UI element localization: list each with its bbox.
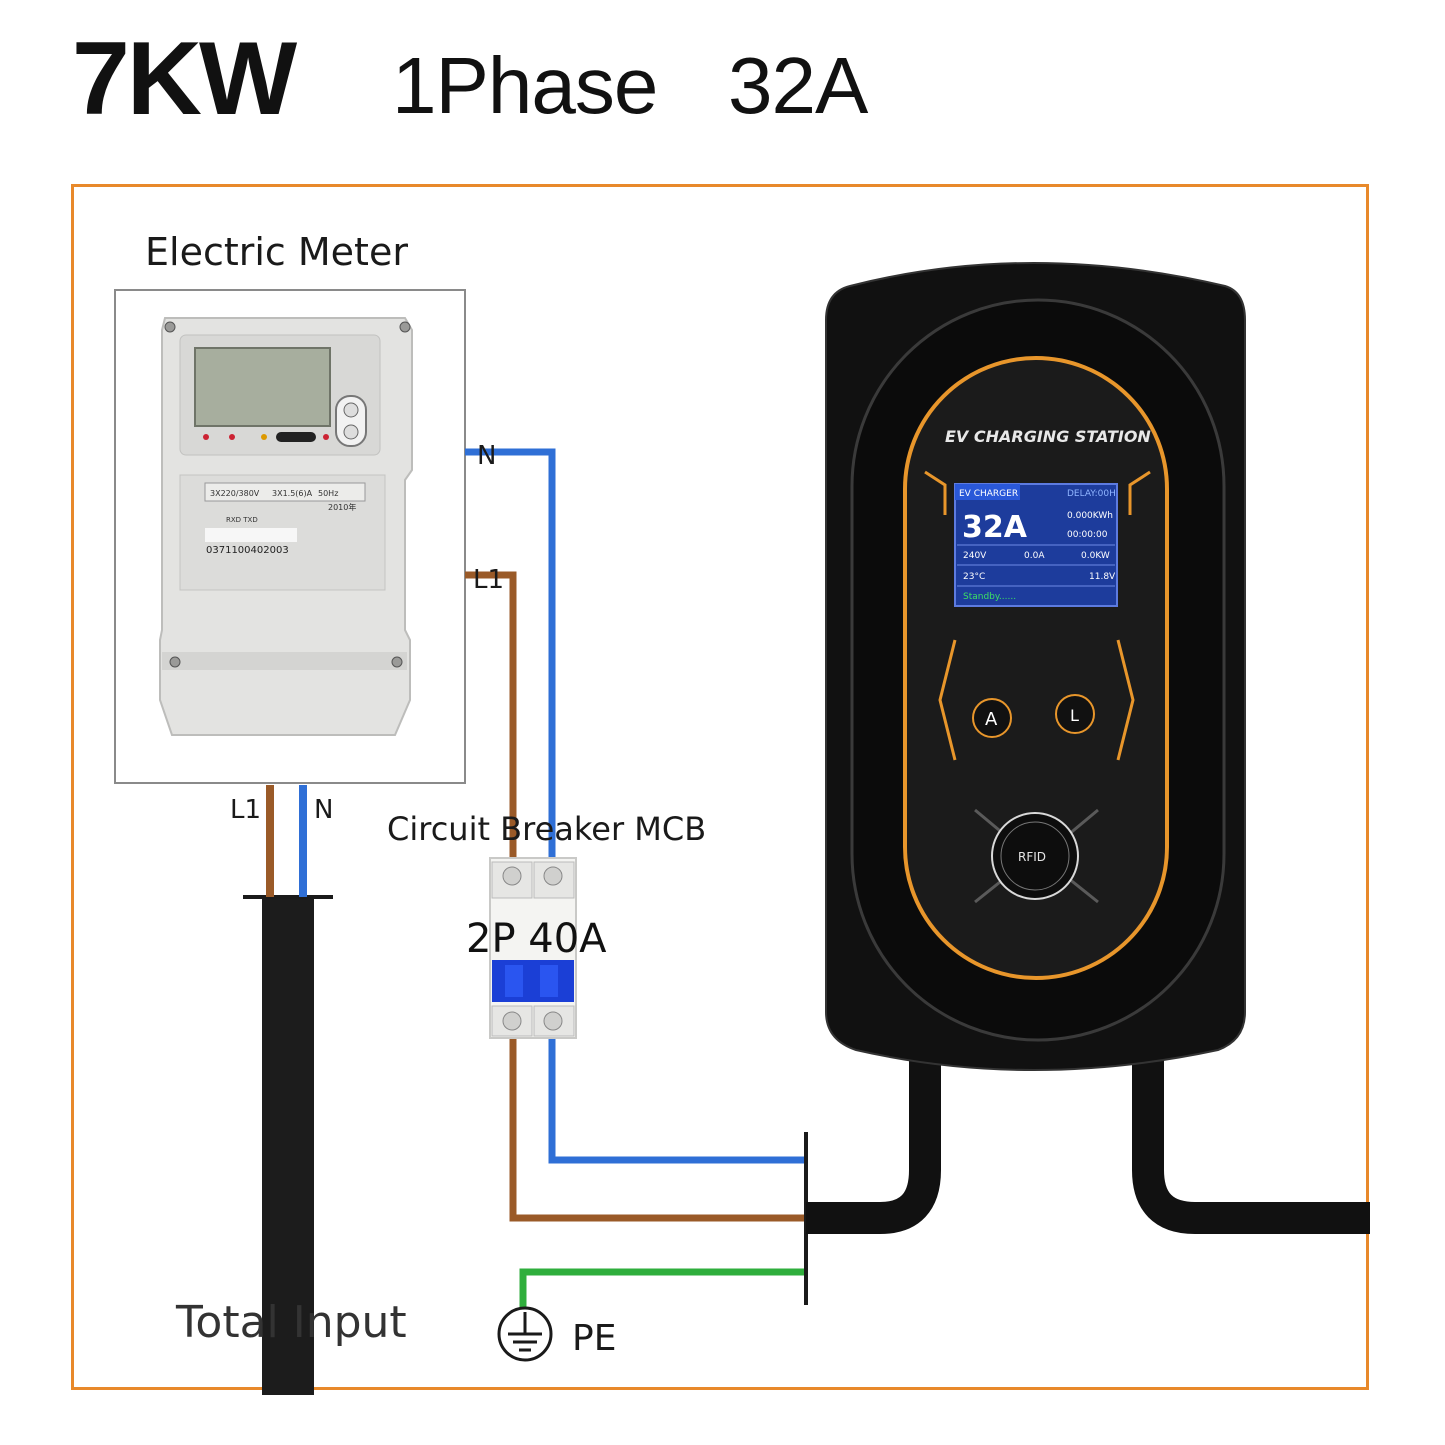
charger-button-a-label: A	[985, 709, 998, 730]
meter-out-n-label: N	[477, 441, 496, 471]
circuit-breaker-device	[489, 857, 577, 1039]
screen-energy: 0.000KWh	[1067, 511, 1113, 521]
charger-output-cable	[1132, 1055, 1370, 1234]
screen-aux-voltage: 11.8V	[1089, 572, 1116, 582]
screen-power: 0.0KW	[1081, 551, 1110, 561]
screen-delay: DELAY:00H	[1067, 489, 1116, 499]
current-title: 32A	[728, 41, 868, 130]
pe-label: PE	[572, 1318, 616, 1359]
screen-brand: EV CHARGER	[959, 489, 1018, 499]
charger-input-cable	[806, 1055, 941, 1234]
phase-title: 1Phase	[392, 41, 658, 130]
ev-charger-device: EV CHARGING STATION EV CHARGER DELAY:00H…	[825, 262, 1246, 1071]
screen-amps: 0.0A	[1024, 551, 1045, 561]
charger-button-l-label: L	[1070, 706, 1079, 725]
charger-button-a[interactable]	[972, 698, 1012, 738]
electric-meter-device: 3X220/380V 3X1.5(6)A 50Hz 2010年 RXD TXD …	[159, 317, 413, 736]
input-cable	[262, 895, 314, 1395]
input-l1-label: L1	[230, 795, 261, 825]
power-rating-title: 7KW	[72, 21, 297, 137]
neutral-wire-lower	[548, 1030, 805, 1164]
screen-status: Standby......	[963, 592, 1016, 602]
screen-voltage: 240V	[963, 551, 987, 561]
screen-temp: 23°C	[963, 572, 985, 582]
charger-header-label: EV CHARGING STATION	[945, 427, 1151, 446]
meter-spec-1: 3X220/380V	[210, 489, 260, 498]
live-wire-lower	[509, 1030, 805, 1222]
neutral-wire-upper	[465, 448, 556, 865]
input-n-label: N	[314, 795, 333, 825]
total-input-label: Total Input	[175, 1297, 407, 1348]
meter-year: 2010年	[328, 502, 356, 512]
rfid-reader[interactable]	[991, 812, 1079, 900]
meter-spec-2: 3X1.5(6)A	[272, 489, 313, 498]
breaker-rating: 2P 40A	[466, 916, 607, 962]
screen-time: 00:00:00	[1067, 530, 1108, 540]
charger-button-l[interactable]	[1055, 694, 1095, 734]
meter-title: Electric Meter	[145, 230, 408, 274]
meter-out-l1-label: L1	[473, 565, 504, 595]
rfid-label: RFID	[1018, 850, 1046, 864]
meter-spec-3: 50Hz	[318, 489, 338, 498]
meter-serial: 0371100402003	[206, 545, 289, 556]
earth-ground-icon	[497, 1306, 553, 1362]
breaker-title: Circuit Breaker MCB	[387, 810, 706, 848]
live-wire-upper	[465, 571, 517, 865]
screen-current: 32A	[962, 510, 1028, 545]
meter-rxd-txd: RXD TXD	[226, 516, 258, 524]
earth-wire	[519, 1268, 805, 1310]
diagram-frame	[71, 184, 1369, 1390]
